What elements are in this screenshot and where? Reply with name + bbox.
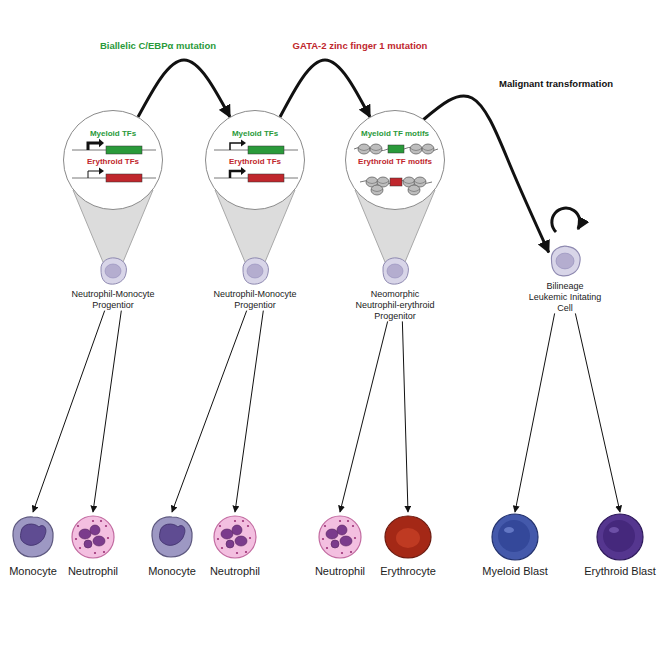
differentiation-arrow xyxy=(402,321,408,512)
mature-cell: Myeloid Blast xyxy=(482,512,547,578)
cell-label: Monocyte xyxy=(8,565,58,578)
cell-label: Neutrophil xyxy=(210,565,260,578)
progenitor-cell-drawing xyxy=(97,256,129,286)
lens-label: Erythroid TFs xyxy=(64,157,162,167)
arrow-label: Malignant transformation xyxy=(497,78,615,90)
lens-label: Myeloid TF motifs xyxy=(346,129,444,139)
mature-cell: Erythroid Blast xyxy=(584,512,656,578)
differentiation-arrow xyxy=(575,313,620,512)
lens-label: Erythroid TFs xyxy=(206,157,304,167)
cell-label: Neutrophil xyxy=(68,565,118,578)
differentiation-arrow xyxy=(172,311,247,512)
mutation-arrow xyxy=(138,60,230,117)
progenitor-cell: Neomorphic Neutrophil-erythroid Progenit… xyxy=(349,256,441,321)
progenitor-cell-drawing xyxy=(547,244,583,278)
cell-label: Neutrophil-Monocyte Progentior xyxy=(203,289,307,311)
monocyte-drawing xyxy=(8,512,58,562)
zoom-lens: Myeloid TFsErythroid TFs xyxy=(205,110,305,210)
erythrocyte-drawing xyxy=(383,512,433,562)
differentiation-arrow xyxy=(93,311,121,512)
cell-label: Myeloid Blast xyxy=(482,565,547,578)
progenitor-cell-drawing xyxy=(239,256,271,286)
neutrophil-drawing xyxy=(210,512,260,562)
self-renewal-arrow xyxy=(552,208,580,232)
mature-cell: Erythrocyte xyxy=(380,512,436,578)
lens-label: Myeloid TFs xyxy=(206,129,304,139)
lens-label: Myeloid TFs xyxy=(64,129,162,139)
mature-cell: Monocyte xyxy=(8,512,58,578)
cell-label: Neutrophil xyxy=(315,565,365,578)
cell-label: Neutrophil-Monocyte Progentior xyxy=(61,289,165,311)
cell-label: Erythroid Blast xyxy=(584,565,656,578)
lens-label: Erythroid TF motifs xyxy=(346,157,444,167)
differentiation-arrow xyxy=(515,313,555,512)
differentiation-arrow xyxy=(33,311,105,512)
cell-label: Erythrocyte xyxy=(380,565,436,578)
mutation-arrow xyxy=(280,60,370,117)
erythroid-blast-drawing xyxy=(595,512,645,562)
progenitor-cell: Neutrophil-Monocyte Progentior xyxy=(203,256,307,311)
cell-label: Monocyte xyxy=(147,565,197,578)
mature-cell: Monocyte xyxy=(147,512,197,578)
monocyte-drawing xyxy=(147,512,197,562)
myeloid-blast-drawing xyxy=(490,512,540,562)
zoom-lens: Myeloid TFsErythroid TFs xyxy=(63,110,163,210)
progenitor-cell: Bilineage Leukemic Initating Cell xyxy=(528,244,602,313)
mature-cell: Neutrophil xyxy=(68,512,118,578)
zoom-lens: Myeloid TF motifsErythroid TF motifs xyxy=(345,110,445,210)
neutrophil-drawing xyxy=(68,512,118,562)
differentiation-arrow xyxy=(235,311,263,512)
arrow-label: GATA-2 zinc finger 1 mutation xyxy=(291,40,430,52)
mature-cell: Neutrophil xyxy=(315,512,365,578)
cell-label: Bilineage Leukemic Initating Cell xyxy=(528,281,602,313)
differentiation-arrow xyxy=(340,321,388,512)
progenitor-cell-drawing xyxy=(379,256,411,286)
mature-cell: Neutrophil xyxy=(210,512,260,578)
cell-label: Neomorphic Neutrophil-erythroid Progenit… xyxy=(349,289,441,321)
neutrophil-drawing xyxy=(315,512,365,562)
arrow-label: Biallelic C/EBPα mutation xyxy=(98,40,218,52)
progenitor-cell: Neutrophil-Monocyte Progentior xyxy=(61,256,165,311)
